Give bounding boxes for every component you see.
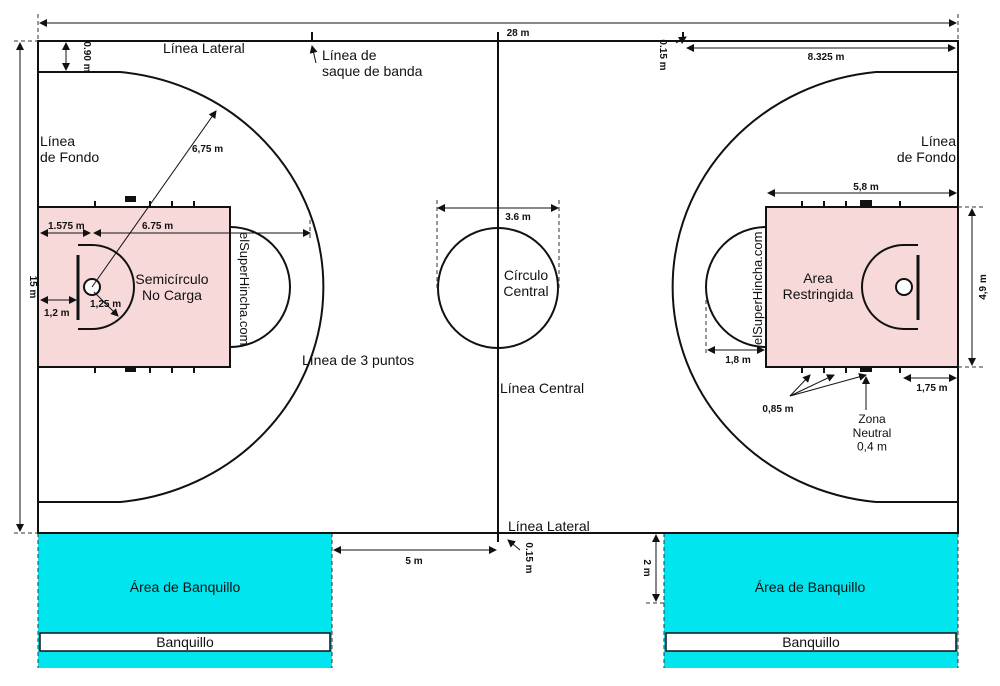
dim-bench-depth: 2 m	[641, 559, 652, 576]
center-circle	[437, 227, 559, 349]
three-point-line-right	[671, 71, 958, 503]
watermark-left: elSuperHincha.com	[237, 232, 252, 345]
watermark-right: elSuperHincha.com	[750, 232, 765, 345]
dim-lane-offset: 1,75 m	[916, 383, 947, 394]
label-sideline-bottom: Línea Lateral	[508, 518, 590, 534]
dim-line-width-top: 0.15 m	[657, 39, 668, 70]
label-bench-right: Banquillo	[782, 634, 840, 650]
label-center-line: Línea Central	[500, 380, 584, 396]
dim-court-length: 28 m	[507, 28, 530, 39]
dim-center-to-line: 8.325 m	[808, 52, 845, 63]
label-sideline-top: Línea Lateral	[163, 40, 245, 56]
hoop-right	[895, 278, 913, 296]
no-charge-semicircle-right	[861, 244, 918, 330]
dim-three-pt-radius: 6,75 m	[192, 144, 223, 155]
label-three-point: Línea de 3 puntos	[302, 352, 414, 368]
three-point-line-left	[38, 71, 325, 503]
dim-line-width-bottom: 0.15 m	[523, 542, 534, 573]
dim-lane-marks: 0,85 m	[762, 404, 793, 415]
dim-basket-offset: 1,2 m	[44, 308, 70, 319]
label-bench-area-right: Área de Banquillo	[755, 579, 866, 595]
dim-center-circle: 3.6 m	[505, 212, 531, 223]
dim-basket-to-baseline: 1.575 m	[48, 221, 85, 232]
dim-court-width: 15 m	[27, 276, 38, 299]
dim-key-width: 5,8 m	[853, 182, 879, 193]
label-bench-area-left: Área de Banquillo	[130, 579, 241, 595]
dim-corner-offset: 0.90 m	[81, 41, 92, 72]
lane-marks-left	[94, 196, 195, 373]
dim-bench-gap: 5 m	[405, 556, 422, 567]
bench-left	[39, 632, 331, 652]
lane-marks-right	[801, 200, 901, 373]
free-throw-arc-right	[705, 226, 767, 348]
dim-key-length: 4,9 m	[978, 274, 989, 300]
bench-right	[665, 632, 957, 652]
dim-ft-circle: 1,8 m	[725, 355, 751, 366]
label-bench-left: Banquillo	[156, 634, 214, 650]
dim-no-charge-radius: 1,25 m	[90, 299, 121, 310]
no-charge-semicircle-left	[78, 244, 135, 330]
dim-arc-extent: 6.75 m	[142, 221, 173, 232]
